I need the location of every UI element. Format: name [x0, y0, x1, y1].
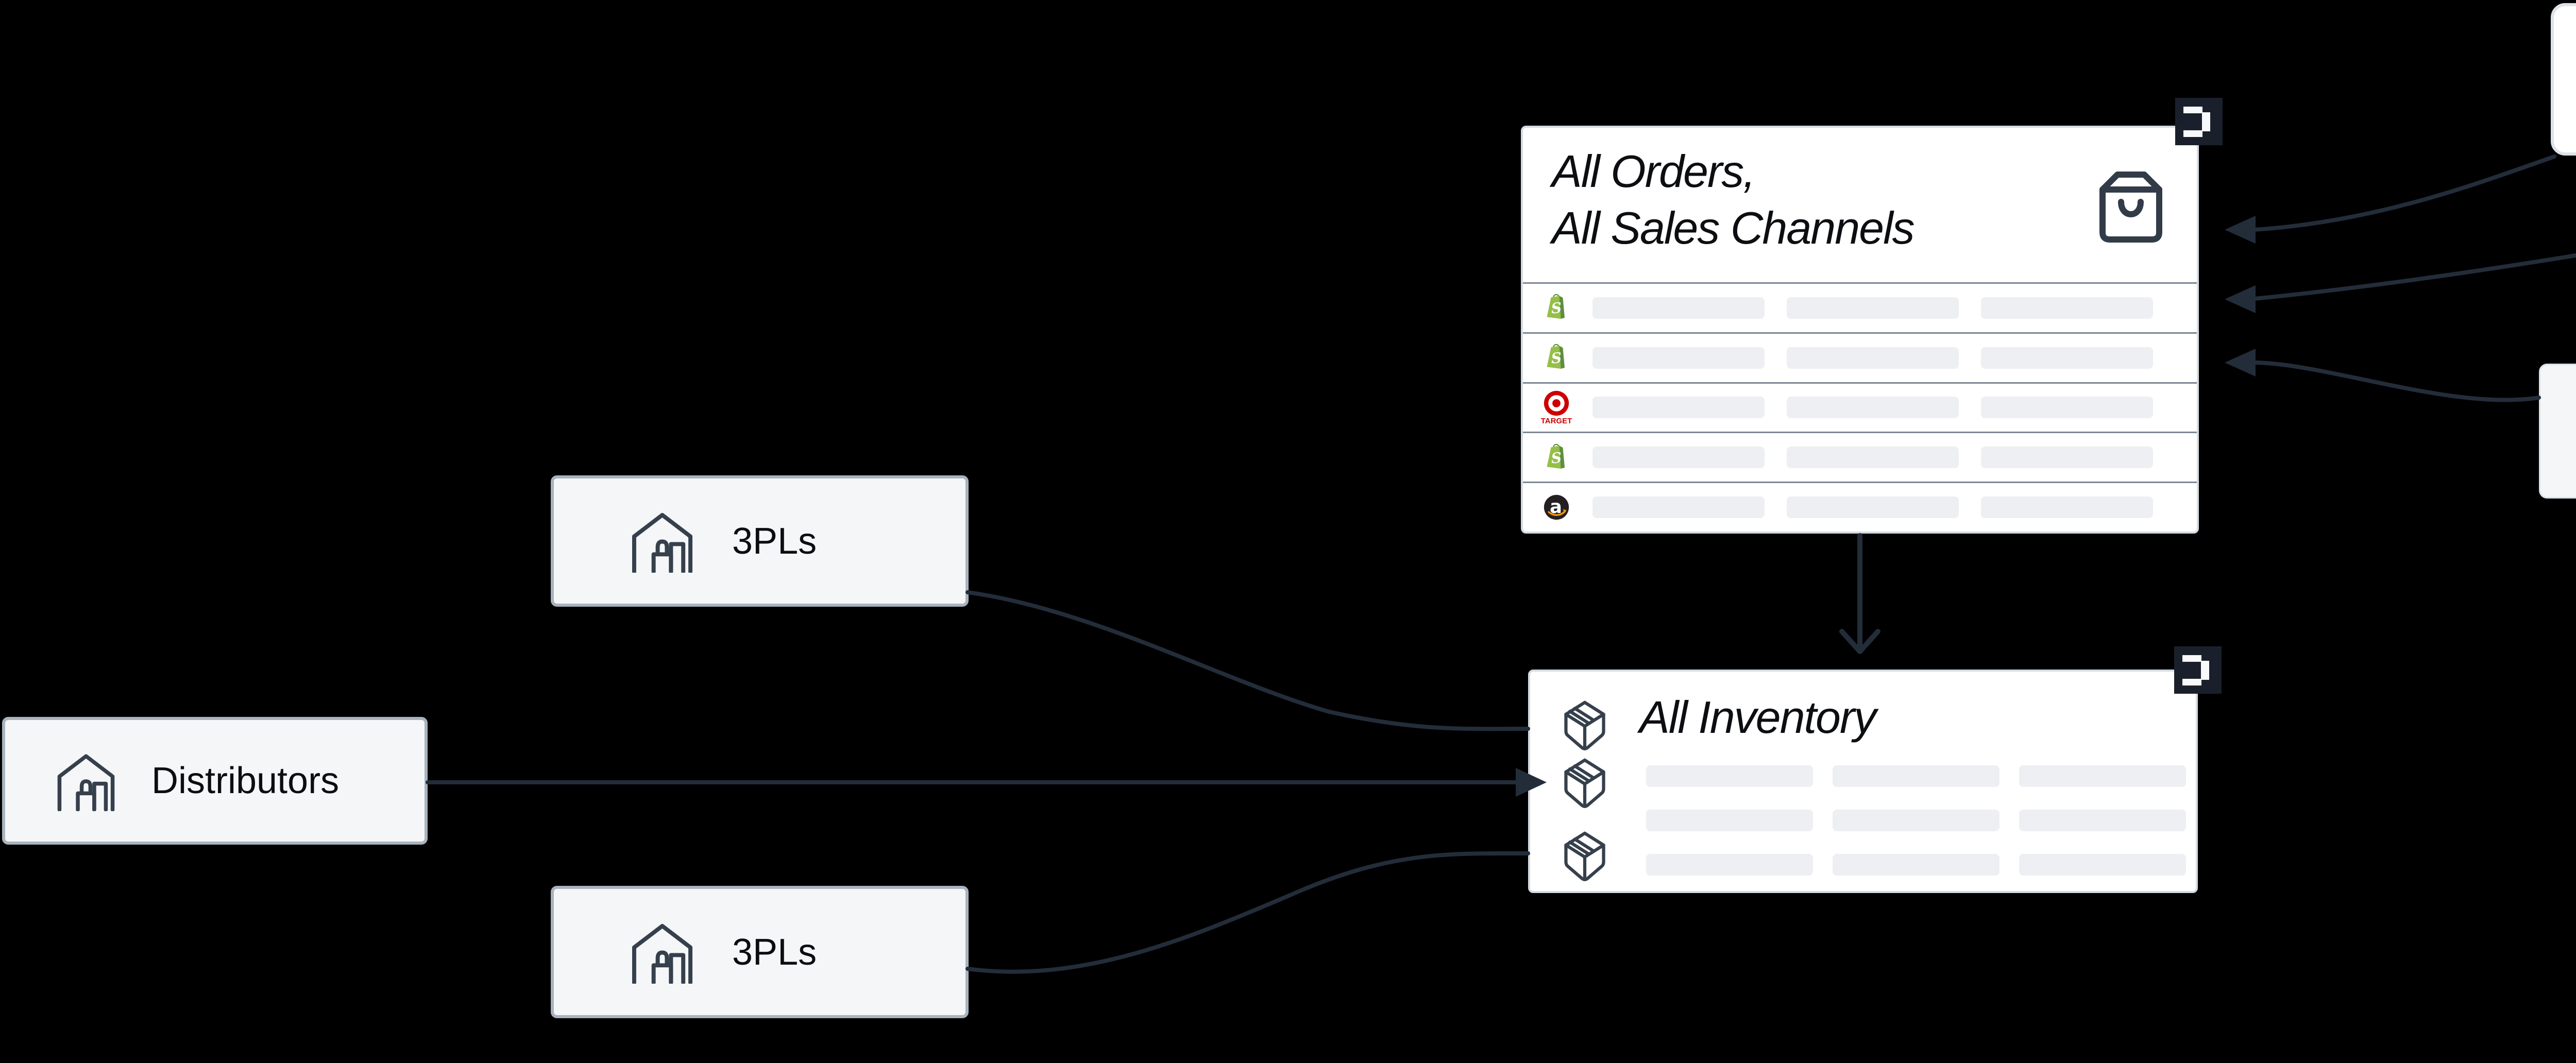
inventory-row	[1646, 810, 2206, 831]
connector-orders-to-inventory	[1839, 533, 1880, 654]
amazon-icon: a	[1544, 494, 1569, 520]
inventory-row	[1646, 765, 2206, 787]
inventory-package-icon	[1562, 700, 1607, 752]
connector-shopify-to-orders	[2252, 155, 2556, 232]
package-box-icon	[1564, 758, 1605, 808]
placeholder-bar	[1981, 447, 2153, 469]
placeholder-bar	[1833, 810, 1999, 831]
orders-title-line2: All Sales Channels	[1552, 202, 1915, 253]
placeholder-bar	[1981, 347, 2153, 369]
placeholder-bar	[1646, 765, 1813, 787]
badge-glyph	[2183, 107, 2210, 137]
shopify-bag-icon: S	[1547, 443, 1565, 469]
inventory-row	[1646, 854, 2206, 876]
placeholder-bar	[2019, 854, 2186, 876]
connector-3pl-top-to-inventory	[965, 590, 1530, 731]
badge-glyph	[2182, 655, 2209, 685]
retail-wholesale-box: Retail / Wholesale TARGET SPS	[2539, 364, 2576, 499]
inventory-package-icon	[1562, 758, 1607, 810]
app-badge-icon	[2175, 98, 2223, 145]
threepl-bottom-label: 3PLs	[732, 931, 817, 973]
placeholder-bar	[1981, 297, 2153, 319]
orders-card-title: All Orders, All Sales Channels	[1552, 143, 1915, 256]
app-badge-icon	[2174, 646, 2222, 694]
placeholder-bar	[1787, 397, 1959, 419]
all-orders-card: All Orders, All Sales Channels S S TARGE…	[1521, 126, 2199, 534]
amazon-channel-icon: a	[1543, 494, 1570, 521]
threepl-top-label: 3PLs	[732, 520, 817, 562]
target-wordmark: TARGET	[1540, 416, 1572, 425]
placeholder-bar	[1646, 854, 1813, 876]
order-row: S	[1523, 432, 2197, 482]
shopify-channel-icon: S	[1543, 443, 1570, 471]
distributors-box: Distributors	[2, 717, 428, 845]
orders-title-line1: All Orders,	[1552, 146, 1756, 197]
all-inventory-card: All Inventory	[1528, 670, 2198, 893]
placeholder-bar	[1592, 447, 1765, 469]
connector-3pl-bottom-to-inventory	[965, 851, 1530, 974]
shopify-bag-icon: S	[1547, 344, 1565, 369]
target-channel-icon: TARGET	[1540, 390, 1572, 425]
arrowhead-left-1	[2225, 216, 2256, 244]
inventory-package-icon	[1562, 831, 1607, 883]
svg-text:S: S	[1551, 449, 1562, 467]
shopify-channel-icon: S	[1543, 294, 1570, 321]
inventory-grid	[1646, 765, 2206, 898]
package-box-icon	[1564, 700, 1605, 750]
connector-amazon-to-orders	[2252, 253, 2576, 301]
svg-text:a: a	[1550, 496, 1562, 518]
placeholder-bar	[1981, 496, 2153, 519]
placeholder-bar	[1833, 854, 1999, 876]
placeholder-bar	[2019, 765, 2186, 787]
placeholder-bar	[1646, 810, 1813, 831]
package-box-icon	[1564, 831, 1605, 881]
target-bullseye-icon	[1544, 390, 1569, 416]
shopping-bag-icon	[2099, 172, 2162, 243]
placeholder-bar	[1787, 496, 1959, 519]
placeholder-bar	[1787, 297, 1959, 319]
threepl-bottom-box: 3PLs	[551, 886, 969, 1018]
placeholder-bar	[1592, 397, 1765, 419]
svg-text:S: S	[1551, 300, 1562, 317]
warehouse-icon	[57, 754, 115, 811]
placeholder-bar	[1787, 447, 1959, 469]
inventory-card-title: All Inventory	[1639, 692, 1876, 743]
shopify-logo-card: S	[2551, 3, 2576, 156]
order-row: TARGET	[1523, 382, 2197, 432]
arrowhead-left-3	[2225, 349, 2256, 376]
placeholder-bar	[1592, 496, 1765, 519]
placeholder-bar	[1592, 297, 1765, 319]
orders-rows: S S TARGET S a	[1523, 282, 2197, 532]
placeholder-bar	[1833, 765, 1999, 787]
threepl-top-box: 3PLs	[551, 475, 969, 607]
warehouse-icon	[632, 512, 693, 573]
placeholder-bar	[2019, 810, 2186, 831]
placeholder-bar	[1787, 347, 1959, 369]
connector-retail-to-orders	[2252, 361, 2541, 402]
warehouse-icon	[632, 923, 693, 984]
distributors-label: Distributors	[151, 760, 340, 801]
placeholder-bar	[1592, 347, 1765, 369]
shopify-bag-icon: S	[1547, 294, 1565, 319]
inventory-icons	[1562, 672, 1609, 891]
order-row: S	[1523, 282, 2197, 332]
order-row: S	[1523, 332, 2197, 382]
order-row: a	[1523, 482, 2197, 532]
shopify-channel-icon: S	[1543, 344, 1570, 371]
arrowhead-left-2	[2225, 285, 2256, 313]
placeholder-bar	[1981, 397, 2153, 419]
svg-text:S: S	[1551, 349, 1562, 367]
